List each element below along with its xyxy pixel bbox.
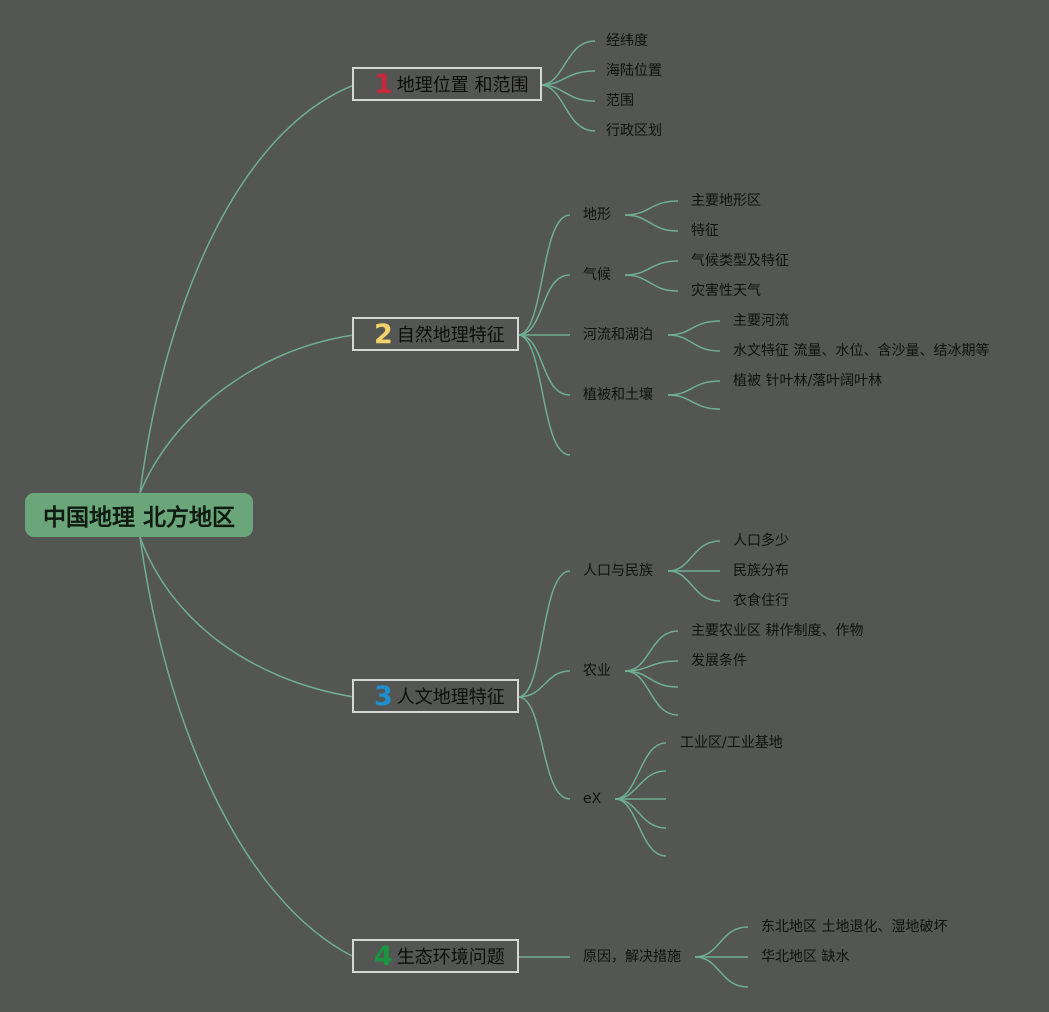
link-climate-1 xyxy=(624,274,679,292)
node-agr-zone[interactable]: 主要农业区 耕作制度、作物 xyxy=(691,623,864,639)
node-climate[interactable]: 气候 xyxy=(583,267,611,283)
topic-label: 人文地理特征 xyxy=(396,687,505,708)
link-t3-0 xyxy=(517,570,571,698)
node-industry[interactable]: eX xyxy=(583,791,602,807)
link-veg-0 xyxy=(667,380,721,396)
node-admin[interactable]: 行政区划 xyxy=(606,123,662,139)
node-terrain[interactable]: 地形 xyxy=(583,207,611,223)
node-northeast[interactable]: 东北地区 土地退化、湿地破坏 xyxy=(761,919,948,935)
node-north-china[interactable]: 华北地区 缺水 xyxy=(761,949,850,965)
root-node[interactable]: 中国地理 北方地区 xyxy=(25,493,253,537)
node-range[interactable]: 范围 xyxy=(606,93,634,109)
link-terrain-0 xyxy=(624,200,679,216)
node-climate-disaster[interactable]: 灾害性天气 xyxy=(691,283,761,299)
node-terrain-main[interactable]: 主要地形区 xyxy=(691,193,761,209)
node-climate-type[interactable]: 气候类型及特征 xyxy=(691,253,789,269)
link-agr-3 xyxy=(624,670,679,716)
link-root-topic1 xyxy=(139,84,355,494)
node-vegetation-forest[interactable]: 植被 针叶林/落叶阔叶林 xyxy=(733,373,883,389)
link-pop-2 xyxy=(667,570,721,602)
link-rivers-0 xyxy=(667,320,721,336)
link-root-topic2 xyxy=(139,334,355,494)
link-ind-4 xyxy=(614,798,667,857)
node-terrain-feature[interactable]: 特征 xyxy=(691,223,719,239)
link-t3-2 xyxy=(517,696,571,800)
link-root-topic3 xyxy=(139,536,355,698)
number-3-icon: 3 xyxy=(374,680,393,712)
link-t4-items-0 xyxy=(694,926,749,958)
number-4-icon: 4 xyxy=(374,940,393,972)
topic-natural[interactable]: 2 自然地理特征 xyxy=(352,317,519,351)
link-pop-0 xyxy=(667,540,721,572)
link-terrain-1 xyxy=(624,214,679,232)
topic-label: 自然地理特征 xyxy=(396,325,505,346)
node-rivers-main[interactable]: 主要河流 xyxy=(733,313,789,329)
node-rivers[interactable]: 河流和湖泊 xyxy=(583,327,653,343)
node-pop-life[interactable]: 衣食住行 xyxy=(733,593,789,609)
link-t3-1 xyxy=(517,670,571,698)
link-t1-0 xyxy=(539,40,596,86)
link-t2-4 xyxy=(517,334,571,456)
node-pop-size[interactable]: 人口多少 xyxy=(733,533,789,549)
link-veg-1 xyxy=(667,394,721,410)
node-agriculture[interactable]: 农业 xyxy=(583,663,611,679)
topic-location[interactable]: 1 地理位置 和范围 xyxy=(352,67,542,101)
topic-label: 地理位置 和范围 xyxy=(396,75,529,96)
node-cause-solution[interactable]: 原因，解决措施 xyxy=(583,949,681,965)
link-ind-1 xyxy=(614,770,667,800)
node-ind-base[interactable]: 工业区/工业基地 xyxy=(680,735,783,751)
link-climate-0 xyxy=(624,260,679,276)
node-pop-ethnic[interactable]: 民族分布 xyxy=(733,563,789,579)
node-agr-conditions[interactable]: 发展条件 xyxy=(691,653,747,669)
link-t4-items-2 xyxy=(694,956,749,988)
link-t1-1 xyxy=(539,70,596,86)
link-ind-3 xyxy=(614,798,667,829)
link-ind-0 xyxy=(614,742,667,800)
node-population[interactable]: 人口与民族 xyxy=(583,563,653,579)
node-vegetation[interactable]: 植被和土壤 xyxy=(583,387,653,403)
link-t1-3 xyxy=(539,84,596,132)
number-1-icon: 1 xyxy=(374,68,393,100)
topic-ecology[interactable]: 4 生态环境问题 xyxy=(352,939,519,973)
topic-human[interactable]: 3 人文地理特征 xyxy=(352,679,519,713)
node-latlon[interactable]: 经纬度 xyxy=(606,33,648,49)
topic-label: 生态环境问题 xyxy=(396,947,505,968)
link-t2-0 xyxy=(517,214,571,336)
link-rivers-1 xyxy=(667,334,721,352)
link-t2-1 xyxy=(517,274,571,336)
node-rivers-hydro[interactable]: 水文特征 流量、水位、含沙量、结冰期等 xyxy=(733,343,990,359)
link-t2-3 xyxy=(517,334,571,396)
node-land-sea[interactable]: 海陆位置 xyxy=(606,63,662,79)
number-2-icon: 2 xyxy=(374,318,393,350)
link-root-topic4 xyxy=(139,536,355,958)
